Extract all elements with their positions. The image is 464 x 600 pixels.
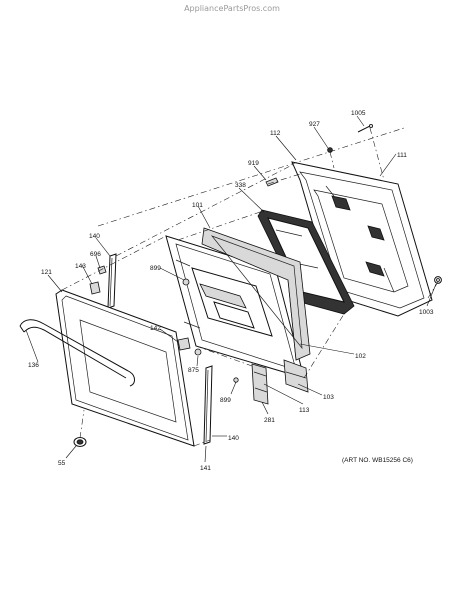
- label-696: 696: [90, 251, 101, 258]
- label-111: 111: [397, 152, 407, 159]
- label-103: 103: [323, 394, 334, 401]
- pin-919: [265, 177, 279, 187]
- art-number: (ART NO. WB15256 C6): [342, 457, 413, 464]
- side-trim-left-140: [107, 253, 117, 309]
- gasket-button-55: [73, 437, 87, 447]
- insulation-102: [201, 227, 311, 361]
- label-102: 102: [355, 353, 366, 360]
- screw-899-lower: [233, 377, 239, 383]
- side-trim-right-140: [203, 365, 213, 445]
- label-143: 143: [75, 263, 86, 270]
- label-338: 338: [235, 182, 246, 189]
- outer-glass-338: [257, 209, 355, 315]
- label-112: 112: [270, 130, 281, 137]
- screw-875: [194, 348, 202, 356]
- bottom-block-103: [283, 359, 309, 393]
- label-101: 101: [192, 202, 203, 209]
- outer-door-frame-111: [291, 161, 433, 317]
- label-121: 121: [41, 269, 52, 276]
- door-outer-panel-121: [55, 289, 195, 447]
- label-55: 55: [58, 460, 66, 467]
- label-136: 136: [28, 362, 39, 369]
- label-1003: 1003: [419, 309, 434, 316]
- label-927: 927: [309, 121, 320, 128]
- label-899-lower: 899: [220, 397, 231, 404]
- bracket-281: [251, 363, 269, 405]
- label-899-upper: 899: [150, 265, 161, 272]
- label-281: 281: [264, 417, 275, 424]
- label-1005: 1005: [351, 110, 366, 117]
- label-140-bottom: 140: [228, 435, 239, 442]
- clip-143: [89, 281, 101, 295]
- assembly-lines: [61, 127, 439, 447]
- label-140-top: 140: [89, 233, 100, 240]
- hinge-roller-1003: [434, 276, 442, 284]
- label-875: 875: [188, 367, 199, 374]
- screw-899-upper: [182, 278, 190, 286]
- hinge-block-142: [177, 337, 191, 351]
- label-142: 142: [150, 325, 161, 332]
- label-113: 113: [299, 407, 310, 414]
- trim-bracket-696: [97, 265, 107, 275]
- label-141: 141: [200, 465, 211, 472]
- screw-1005: [357, 124, 373, 133]
- leader-lines: [25, 115, 437, 463]
- inner-door-liner-101: [165, 235, 305, 379]
- watermark: AppliancePartsPros.com: [184, 4, 280, 13]
- label-919: 919: [248, 160, 259, 167]
